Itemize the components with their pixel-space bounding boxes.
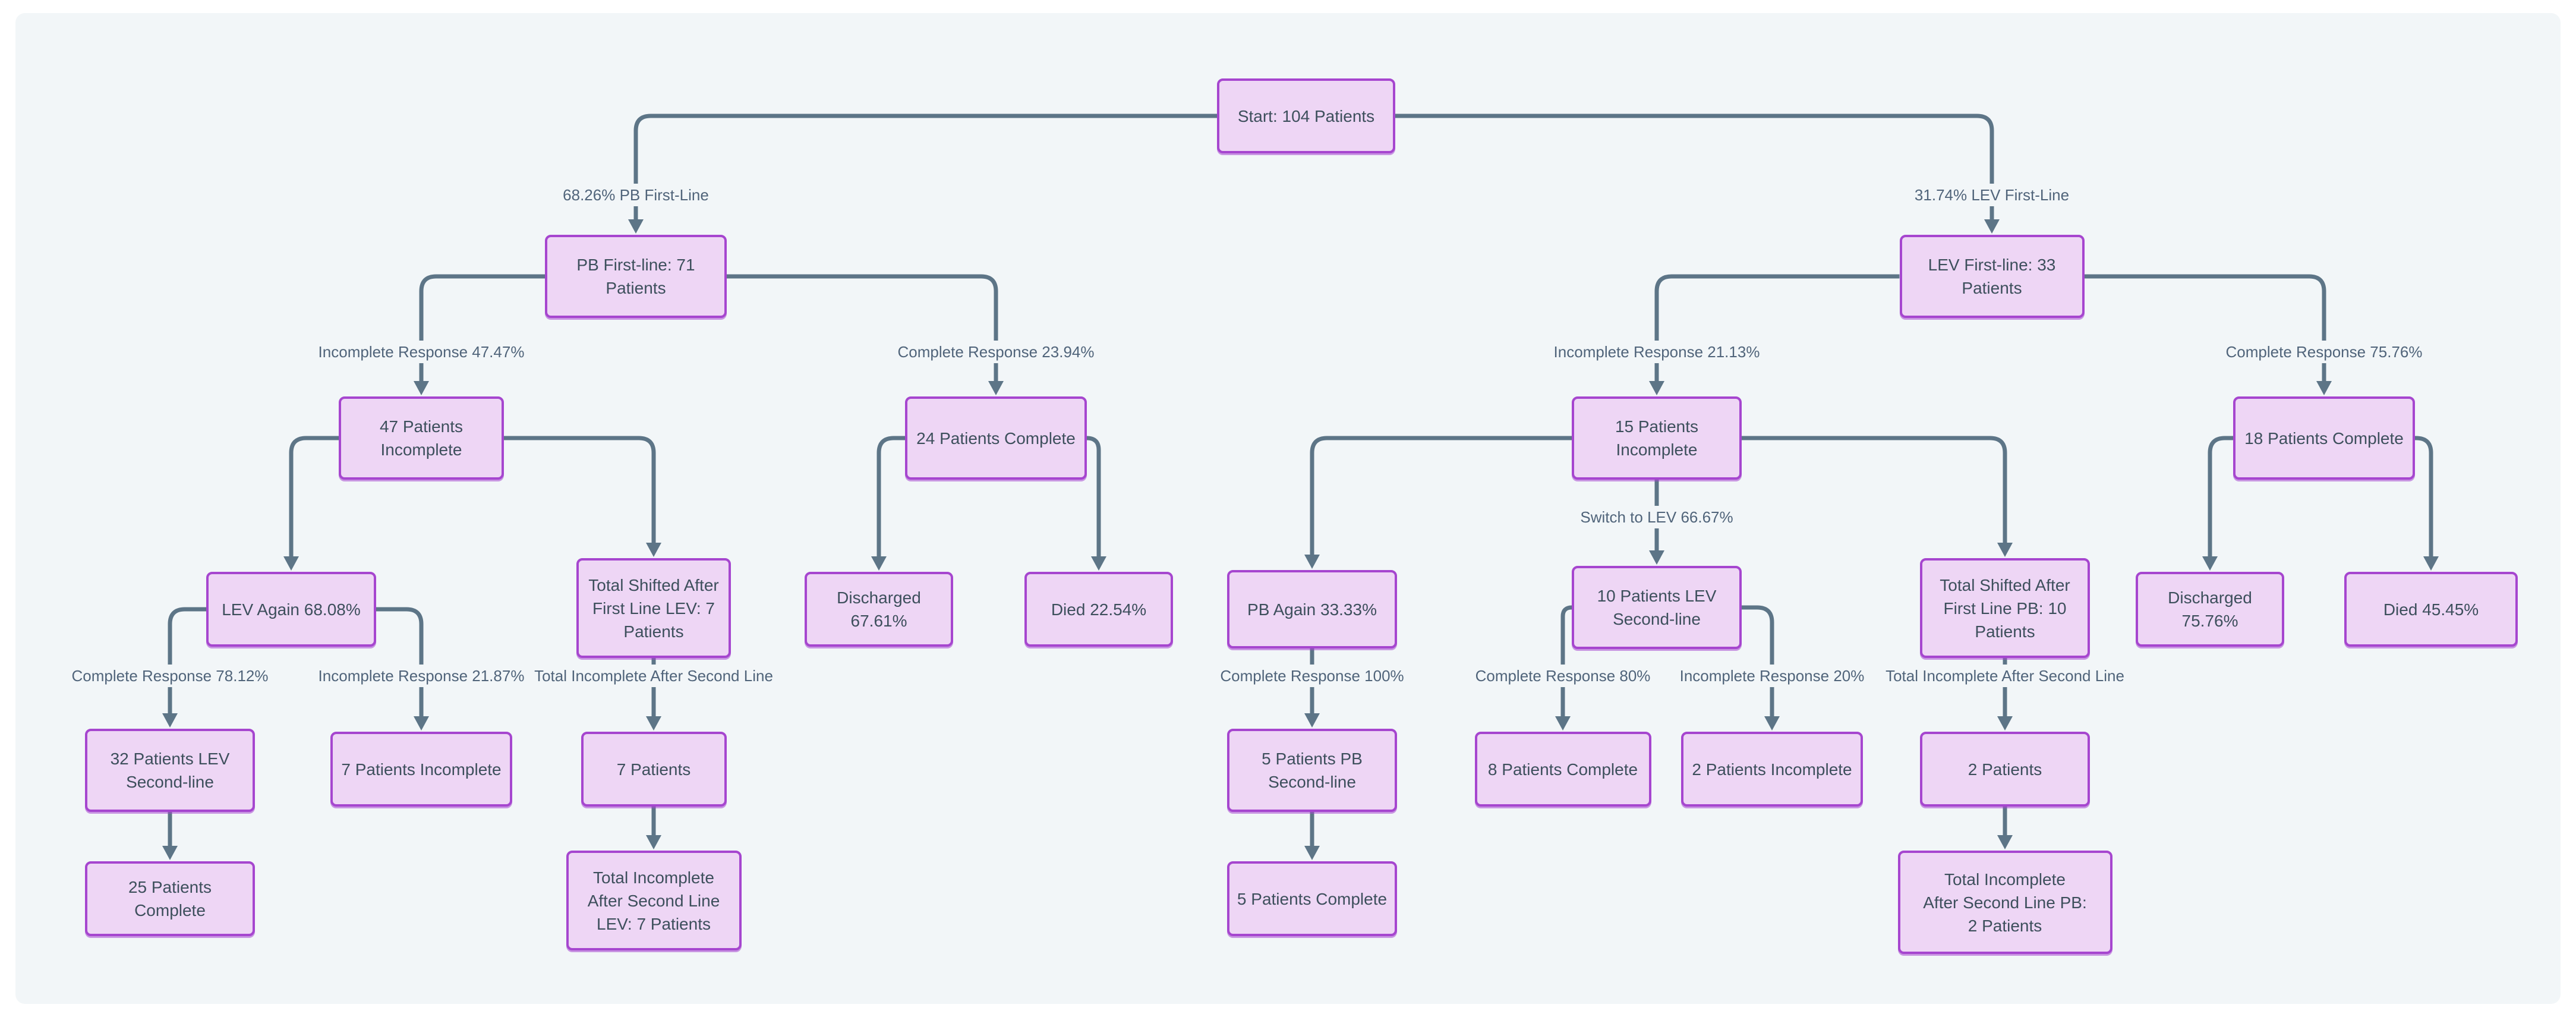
- arrowhead-lev-again-inc-7: [414, 716, 429, 731]
- edge-inc-47-shift-lev: [504, 436, 656, 545]
- edge-label-shift-lev-pat-7: Total Incomplete After Second Line: [527, 665, 780, 687]
- arrowhead-lev-first-inc-15: [1649, 381, 1664, 395]
- node-start: Start: 104 Patients: [1217, 78, 1395, 153]
- node-comp-5: 5 Patients Complete: [1227, 861, 1397, 936]
- node-disch-1: Discharged 67.61%: [805, 572, 953, 647]
- node-comp-8: 8 Patients Complete: [1474, 732, 1651, 807]
- arrowhead-inc-47-lev-again: [283, 556, 299, 571]
- edge-label-lev-second-10-inc-2: Incomplete Response 20%: [1672, 665, 1872, 687]
- edge-label-lev-again-lev-second-32: Complete Response 78.12%: [64, 665, 276, 687]
- arrowhead-pb-second-5-comp-5: [1304, 846, 1320, 860]
- edge-label-pb-first-comp-24: Complete Response 23.94%: [890, 341, 1102, 363]
- edge-inc-47-lev-again: [289, 436, 339, 559]
- edge-lev-again-inc-7: [376, 607, 424, 719]
- node-tot-inc-lev: Total Incomplete After Second Line LEV: …: [566, 851, 742, 950]
- node-pb-again: PB Again 33.33%: [1227, 570, 1397, 648]
- edge-start-lev-first: [1395, 114, 1994, 222]
- node-pat-2: 2 Patients: [1920, 732, 2090, 807]
- arrowhead-pb-again-pb-second-5: [1304, 713, 1320, 728]
- edge-comp-18-disch-2: [2208, 436, 2233, 559]
- edge-lev-again-lev-second-32: [168, 607, 206, 716]
- node-lev-again: LEV Again 68.08%: [206, 572, 376, 647]
- arrowhead-comp-24-died-1: [1091, 556, 1106, 571]
- edge-label-start-lev-first: 31.74% LEV First-Line: [1907, 184, 2077, 206]
- node-comp-24: 24 Patients Complete: [905, 396, 1087, 480]
- edge-comp-24-disch-1: [876, 436, 905, 559]
- edge-label-lev-first-inc-15: Incomplete Response 21.13%: [1546, 341, 1767, 363]
- flowchart-panel: [15, 13, 2561, 1004]
- arrowhead-comp-18-disch-2: [2202, 556, 2218, 571]
- node-lev-second-10: 10 Patients LEV Second-line: [1572, 566, 1742, 649]
- node-shift-lev: Total Shifted After First Line LEV: 7 Pa…: [576, 558, 731, 658]
- edge-label-pb-again-pb-second-5: Complete Response 100%: [1213, 665, 1411, 687]
- node-lev-first: LEV First-line: 33 Patients: [1899, 235, 2085, 318]
- node-disch-2: Discharged 75.76%: [2136, 572, 2284, 647]
- edge-inc-15-pb-again: [1310, 436, 1572, 557]
- edge-label-pb-first-inc-47: Incomplete Response 47.47%: [311, 341, 532, 363]
- edge-label-inc-15-lev-second-10: Switch to LEV 66.67%: [1573, 506, 1741, 528]
- edge-lev-second-10-comp-8: [1560, 605, 1572, 719]
- node-lev-second-32: 32 Patients LEV Second-line: [85, 729, 255, 812]
- edge-lev-second-10-inc-2: [1742, 605, 1774, 719]
- arrowhead-pat-7-tot-inc-lev: [646, 835, 661, 849]
- arrowhead-inc-15-pb-again: [1304, 555, 1320, 569]
- node-comp-18: 18 Patients Complete: [2233, 396, 2415, 480]
- arrowhead-shift-lev-pat-7: [646, 716, 661, 731]
- node-inc-47: 47 Patients Incomplete: [339, 396, 504, 480]
- arrowhead-lev-second-10-comp-8: [1555, 716, 1571, 731]
- node-died-2: Died 45.45%: [2344, 572, 2518, 647]
- edge-lev-first-comp-18: [2084, 274, 2326, 383]
- arrowhead-lev-second-10-inc-2: [1764, 716, 1780, 731]
- arrowhead-lev-again-lev-second-32: [162, 713, 178, 728]
- arrowhead-comp-24-disch-1: [871, 556, 887, 571]
- arrowhead-shift-pb-pat-2: [1997, 716, 2013, 731]
- node-tot-inc-pb: Total Incomplete After Second Line PB: 2…: [1897, 851, 2112, 954]
- arrowhead-pb-first-inc-47: [414, 381, 429, 395]
- node-died-1: Died 22.54%: [1024, 572, 1173, 647]
- edge-pb-first-comp-24: [727, 274, 998, 383]
- node-inc-2: 2 Patients Incomplete: [1681, 732, 1863, 807]
- node-pb-first: PB First-line: 71 Patients: [545, 235, 727, 318]
- node-inc-7: 7 Patients Incomplete: [330, 732, 512, 807]
- edge-label-lev-first-comp-18: Complete Response 75.76%: [2218, 341, 2430, 363]
- arrowhead-comp-18-died-2: [2423, 556, 2439, 571]
- arrowhead-pb-first-comp-24: [988, 381, 1004, 395]
- node-comp-25: 25 Patients Complete: [85, 861, 255, 936]
- node-pat-7: 7 Patients: [581, 732, 727, 807]
- edge-label-shift-pb-pat-2: Total Incomplete After Second Line: [1878, 665, 2132, 687]
- edge-label-lev-second-10-comp-8: Complete Response 80%: [1468, 665, 1658, 687]
- arrowhead-start-lev-first: [1984, 219, 2000, 234]
- arrowhead-start-pb-first: [628, 219, 644, 234]
- arrowhead-inc-15-shift-pb: [1997, 543, 2013, 557]
- edge-comp-18-died-2: [2415, 436, 2433, 559]
- arrowhead-inc-47-shift-lev: [646, 543, 661, 557]
- edge-pb-first-inc-47: [419, 274, 545, 383]
- arrowhead-lev-second-32-comp-25: [162, 846, 178, 860]
- edge-comp-24-died-1: [1086, 436, 1101, 559]
- node-inc-15: 15 Patients Incomplete: [1572, 396, 1742, 480]
- node-pb-second-5: 5 Patients PB Second-line: [1227, 729, 1397, 812]
- edge-inc-15-shift-pb: [1742, 436, 2007, 545]
- node-shift-pb: Total Shifted After First Line PB: 10 Pa…: [1920, 558, 2090, 658]
- edge-start-pb-first: [633, 114, 1217, 222]
- edge-label-start-pb-first: 68.26% PB First-Line: [556, 184, 716, 206]
- arrowhead-inc-15-lev-second-10: [1649, 550, 1664, 565]
- arrowhead-pat-2-tot-inc-pb: [1997, 835, 2013, 849]
- arrowhead-lev-first-comp-18: [2316, 381, 2332, 395]
- edge-lev-first-inc-15: [1654, 274, 1900, 383]
- edge-label-lev-again-inc-7: Incomplete Response 21.87%: [311, 665, 532, 687]
